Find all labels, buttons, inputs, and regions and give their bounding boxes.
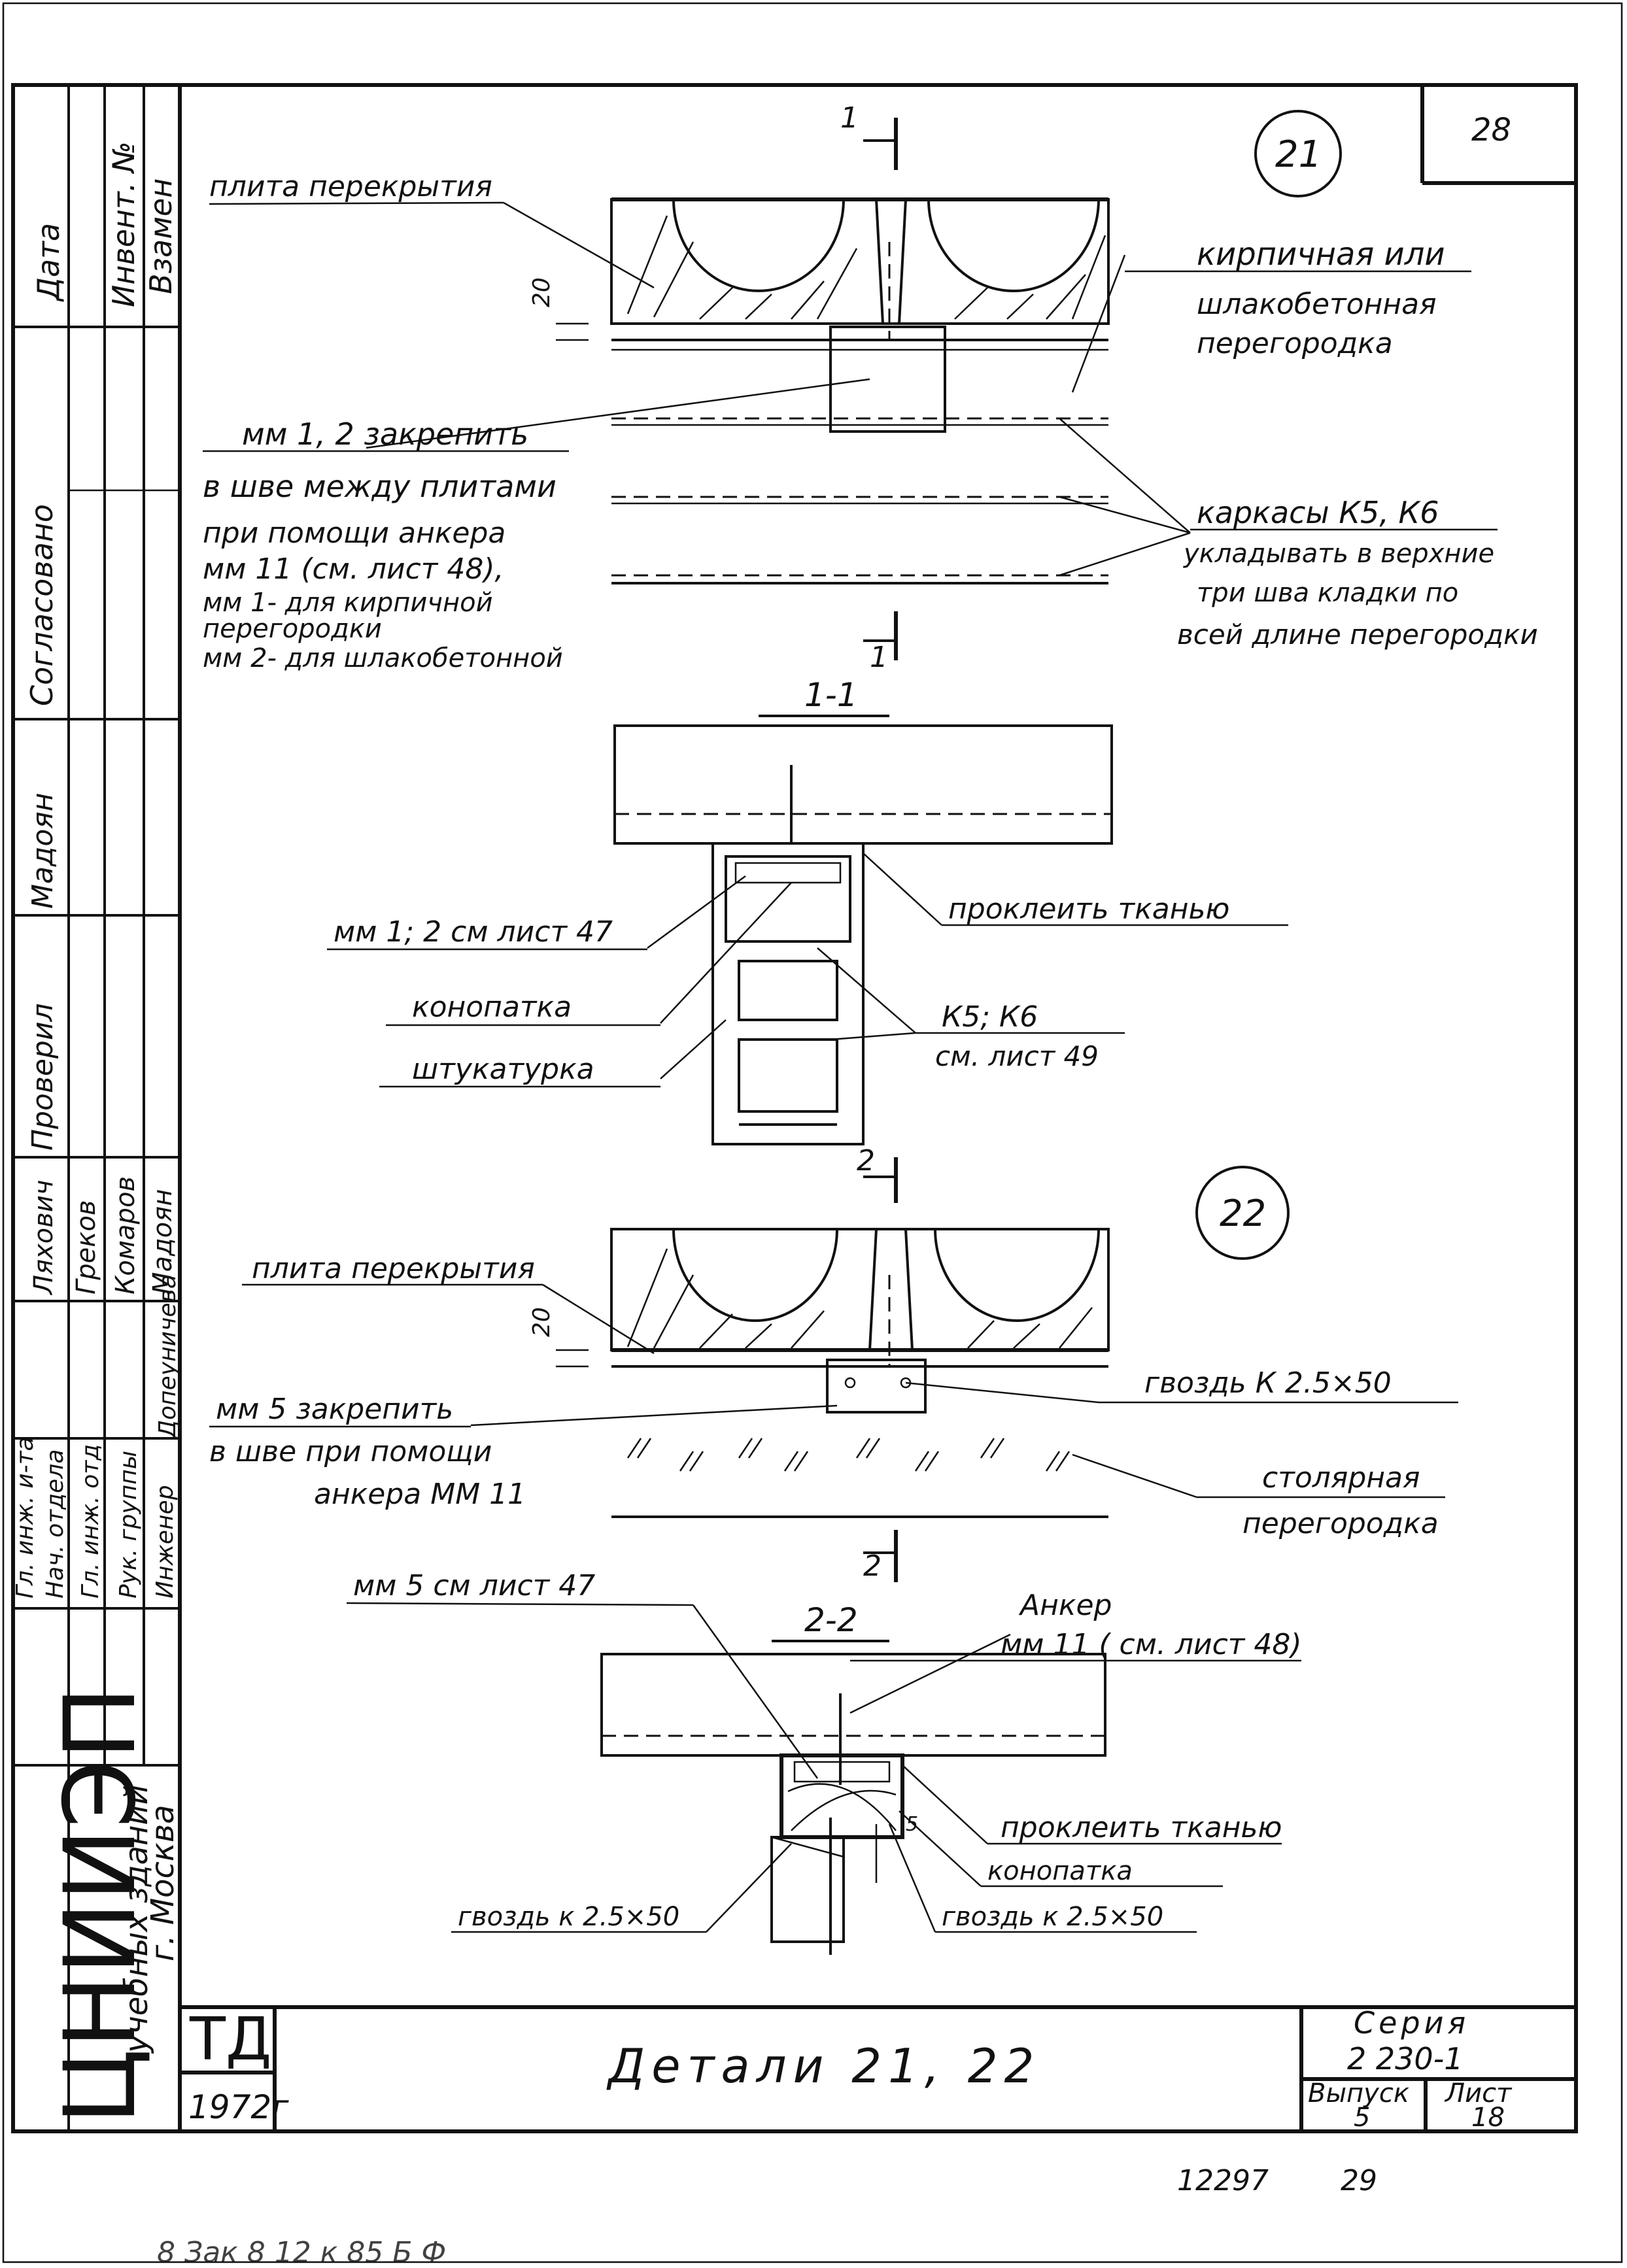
d21-frames-2: укладывать в верхние <box>1183 539 1494 569</box>
stamp-role-2: Гл. инж. отд <box>77 1444 104 1599</box>
d22-slab: плита перекрытия <box>252 1252 535 1285</box>
detail-21-labels: плита перекрытия кирпичная или шлакобето… <box>203 170 1538 673</box>
section-2-mark-bottom: 2 <box>863 1549 882 1583</box>
section-2-2-labels: мм 5 см лист 47 Анкер мм 11 ( см. лист 4… <box>346 1569 1302 1933</box>
d21-slab: плита перекрытия <box>209 170 492 203</box>
s11-plaster: штукатурка <box>412 1053 594 1086</box>
detail-21-dim: 20 <box>528 277 555 307</box>
title-logo: ТД <box>189 2005 271 2074</box>
stamp-date: Дата <box>31 223 66 302</box>
s11-glue: проклеить тканью <box>948 892 1229 926</box>
title-block: ТД 1972г Детали 21, 22 Серия 2 230-1 Вып… <box>157 112 1576 2268</box>
stamp-role-4: Инженер <box>152 1485 179 1599</box>
d21-partition-3: перегородка <box>1197 327 1393 360</box>
s11-caulk: конопатка <box>412 990 572 1024</box>
stamp-komarov: Комаров <box>111 1176 141 1295</box>
sheet-label: Лист <box>1444 2078 1513 2108</box>
bottom-number: 12297 <box>1177 2164 1269 2197</box>
s22-glue: проклеить тканью <box>1001 1811 1282 1844</box>
stamp-grekov: Греков <box>71 1200 101 1295</box>
stamp-madoyan2: Мадоян <box>148 1189 178 1295</box>
s22-nail-right: гвоздь к 2.5×50 <box>942 1902 1163 1932</box>
stamp-madoyan: Мадоян <box>26 792 60 909</box>
sheet-value: 18 <box>1471 2103 1505 2133</box>
section-1-mark-bottom: 1 <box>870 641 888 674</box>
d21-frames-4: всей длине перегородки <box>1177 618 1538 651</box>
detail-21-drawing: 21 1 20 <box>366 101 1498 674</box>
s22-anchor-2: мм 11 ( см. лист 48) <box>1001 1628 1302 1661</box>
d22-mm-3: анкера ММ 11 <box>314 1478 526 1511</box>
bottom-page: 29 <box>1341 2164 1377 2197</box>
s22-mm: мм 5 см лист 47 <box>353 1569 595 1602</box>
d22-join-1: столярная <box>1262 1461 1420 1495</box>
s22-dim: 5 <box>906 1813 918 1836</box>
d22-mm-1: мм 5 закрепить <box>216 1393 453 1426</box>
stamp-instead: Взамен <box>143 178 179 294</box>
d21-frames-1: каркасы К5, К6 <box>1197 495 1439 530</box>
d21-mm-5: мм 1- для кирпичной <box>203 588 493 618</box>
sheet-title: Детали 21, 22 <box>606 2039 1040 2093</box>
d21-mm-1: мм 1, 2 закрепить <box>242 416 528 452</box>
stamp-inventory: Инвент. № <box>106 141 141 307</box>
footer-scribble: 8 Зак 8 12 к 85 Б Ф <box>157 2236 446 2268</box>
s11-k: К5; К6 <box>942 1000 1038 1034</box>
d22-mm-2: в шве при помощи <box>209 1435 492 1468</box>
stamp-lyakhovich: Ляхович <box>29 1180 59 1296</box>
d22-nail: гвоздь К 2.5×50 <box>1144 1366 1392 1400</box>
s22-anchor-1: Анкер <box>1018 1589 1112 1622</box>
sheet-number-top: 28 <box>1471 112 1511 148</box>
s22-nail-left: гвоздь к 2.5×50 <box>458 1902 679 1932</box>
section-1-mark-top: 1 <box>840 101 859 135</box>
s22-caulk: конопатка <box>987 1856 1133 1886</box>
org-logo: ЦНИИЭП <box>44 1686 158 2125</box>
section-1-1-labels: мм 1; 2 см лист 47 проклеить тканью коно… <box>327 892 1229 1088</box>
stamp-dopeunicheva: Допеуничева <box>154 1274 181 1440</box>
org-name-1: учебных зданий <box>118 1784 155 2054</box>
s11-mm: мм 1; 2 см лист 47 <box>334 915 613 949</box>
d21-mm-3: при помощи анкера <box>203 516 505 550</box>
d21-mm-7: мм 2- для шлакобетонной <box>203 643 563 673</box>
s11-see: см. лист 49 <box>935 1040 1099 1072</box>
d21-mm-6: перегородки <box>203 614 382 644</box>
detail-22-dim: 20 <box>528 1307 555 1337</box>
series-label: Серия <box>1354 2005 1469 2040</box>
issue-value: 5 <box>1354 2103 1370 2133</box>
detail-22-marker: 22 <box>1220 1193 1266 1235</box>
d21-partition-1: кирпичная или <box>1197 236 1445 273</box>
d21-mm-4: мм 11 (см. лист 48), <box>203 552 504 586</box>
stamp-role-0: Гл. инж. и-та <box>12 1436 39 1599</box>
detail-22-labels: плита перекрытия гвоздь К 2.5×50 мм 5 за… <box>209 1252 1439 1540</box>
detail-22-drawing: 22 2 <box>470 1144 1458 1583</box>
section-2-2-drawing: 2-2 <box>600 1601 1282 1955</box>
d21-frames-3: три шва кладки по <box>1197 578 1458 608</box>
org-name-2: г. Москва <box>145 1804 181 1961</box>
side-stamp-grid <box>13 85 180 2131</box>
stamp-checked: Проверил <box>26 1003 60 1151</box>
d21-mm-2: в шве между плитами <box>203 469 557 504</box>
section-1-1-title: 1-1 <box>804 676 858 714</box>
title-year: 1972г <box>188 2088 289 2126</box>
d22-join-2: перегородка <box>1242 1507 1439 1540</box>
section-2-2-title: 2-2 <box>804 1601 858 1639</box>
series-value: 2 230-1 <box>1347 2041 1464 2076</box>
stamp-role-1: Нач. отдела <box>42 1449 69 1599</box>
section-1-1-drawing: 1-1 <box>613 676 1288 1145</box>
stamp-agreed: Согласовано <box>24 504 60 706</box>
detail-21-marker: 21 <box>1275 133 1322 176</box>
stamp-role-3: Рук. группы <box>115 1451 142 1599</box>
issue-label: Выпуск <box>1308 2078 1409 2108</box>
section-2-mark-top: 2 <box>857 1144 875 1177</box>
side-stamp-texts: Дата Инвент. № Взамен Согласовано Мадоян… <box>12 141 181 2125</box>
d21-partition-2: шлакобетонная <box>1197 288 1437 321</box>
